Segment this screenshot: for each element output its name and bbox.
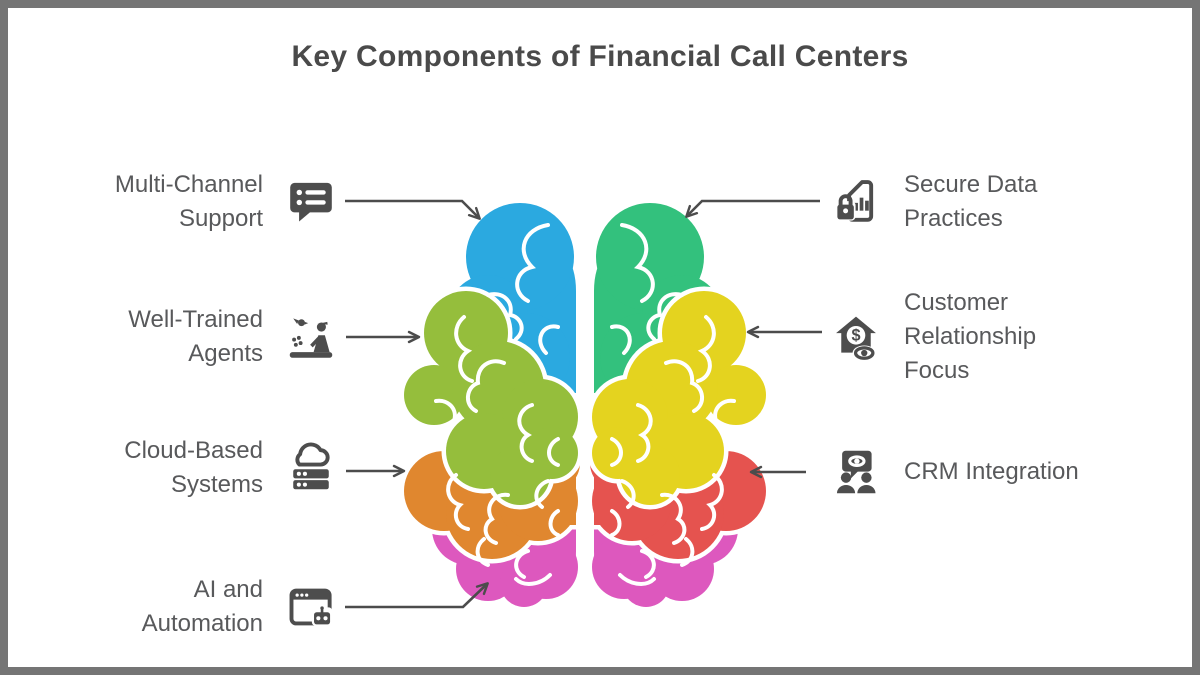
component-customer-relationship-focus: $ Customer Relationship Focus [830, 286, 1079, 388]
crm-people-icon [836, 450, 876, 494]
component-label: AI and Automation [141, 576, 263, 637]
component-label: Well-Trained Agents [128, 306, 263, 367]
component-label: Customer Relationship Focus [904, 289, 1037, 384]
secure-document-icon [835, 180, 874, 222]
component-label: CRM Integration [904, 458, 1079, 485]
component-label: Cloud-Based Systems [124, 437, 263, 498]
component-crm-integration: CRM Integration [830, 446, 1079, 498]
page-title: Key Components of Financial Call Centers [291, 40, 909, 73]
browser-robot-icon [289, 588, 333, 626]
brain-left-hemisphere [404, 203, 580, 607]
agent-training-icon [289, 318, 333, 358]
component-label: Multi-Channel Support [114, 171, 263, 232]
component-multi-channel-support: Multi-Channel Support [83, 168, 337, 236]
house-dollar-eye-icon: $ [836, 316, 876, 361]
brain-illustration [400, 195, 770, 610]
chat-list-icon [290, 182, 332, 222]
component-ai-and-automation: AI and Automation [123, 573, 337, 641]
component-secure-data-practices: Secure Data Practices [830, 168, 1069, 236]
dollar-glyph: $ [851, 327, 860, 345]
component-well-trained-agents: Well-Trained Agents [103, 303, 337, 371]
component-cloud-based-systems: Cloud-Based Systems [103, 434, 337, 502]
brain-right-hemisphere [590, 203, 766, 607]
cloud-server-icon [293, 442, 330, 490]
component-label: Secure Data Practices [904, 171, 1038, 232]
